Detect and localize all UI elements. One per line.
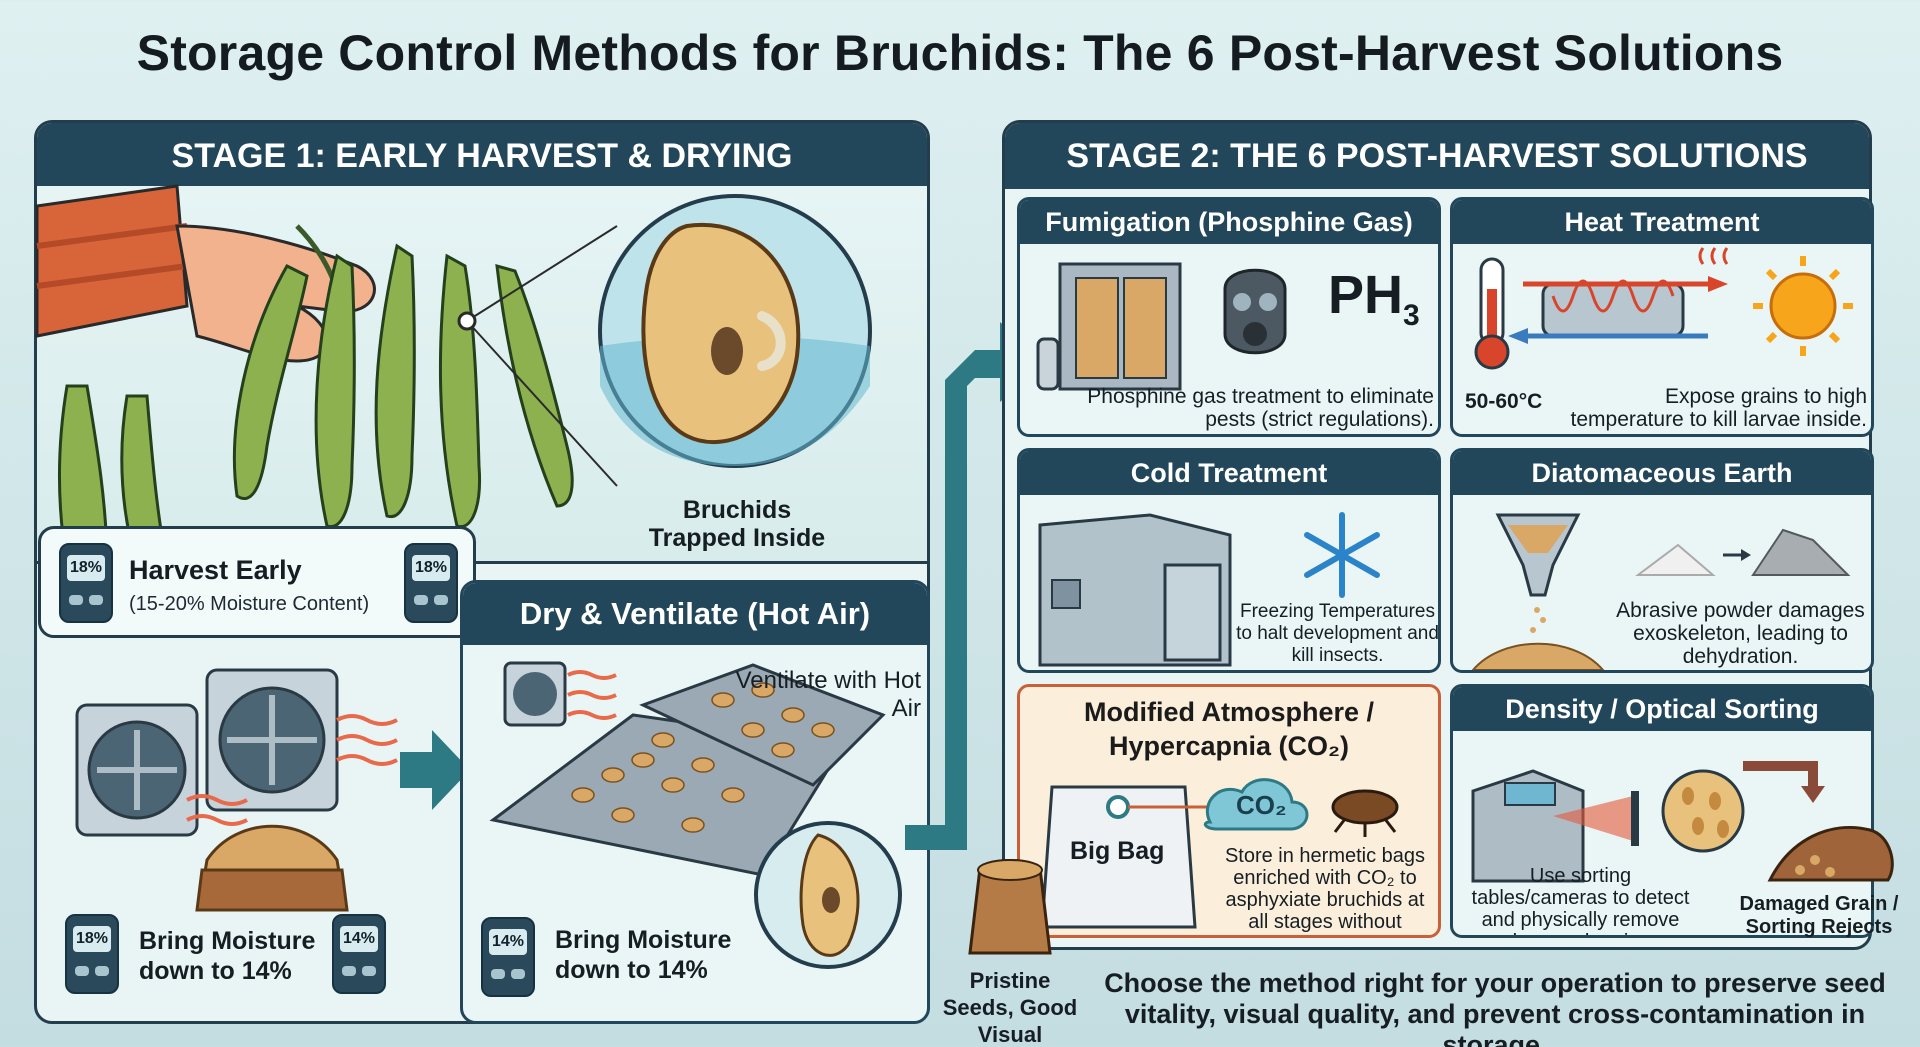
footer-message: Choose the method right for your operati… — [1104, 968, 1886, 1047]
rejects-label: Damaged Grain / Sorting Rejects — [1739, 893, 1899, 938]
stage2-header: STAGE 2: THE 6 POST-HARVEST SOLUTIONS — [1005, 123, 1869, 189]
stage1-header: STAGE 1: EARLY HARVEST & DRYING — [37, 123, 927, 189]
modified-atmosphere-title: Modified Atmosphere / Hypercapnia (CO₂) — [1083, 697, 1374, 761]
moisture-meter-icon: 14% — [481, 917, 535, 997]
powder-funnel-illustration — [1471, 513, 1851, 670]
co2-label: CO₂ — [1236, 790, 1287, 820]
harvest-early-title: Harvest Early — [129, 555, 302, 585]
page-title: Storage Control Methods for Bruchids: Th… — [136, 25, 1784, 81]
ph3-formula: PH3 — [1328, 265, 1420, 332]
modified-atmosphere-card: Modified Atmosphere / Hypercapnia (CO₂) … — [1017, 684, 1441, 938]
harvest-early-sub: (15-20% Moisture Content) — [129, 593, 370, 615]
moisture-meter-icon: 18% — [404, 543, 458, 623]
moisture-meter-icon: 14% — [332, 914, 386, 994]
bring-moisture-label: Bring Moisture down to 14% — [555, 926, 732, 984]
heat-treatment-card: Heat Treatment 50-60°C Expose grains to … — [1450, 197, 1874, 437]
fumigation-desc: Phosphine gas treatment to eliminate pes… — [1087, 385, 1434, 431]
optical-sorting-card: Density / Optical Sorting Use sorting ta… — [1450, 684, 1874, 938]
harvest-early-card: 18% Harvest Early (15-20% Moisture Conte… — [38, 526, 476, 638]
cold-desc: Freezing Temperatures to halt developmen… — [1236, 601, 1439, 666]
fumigation-title: Fumigation (Phosphine Gas) — [1020, 200, 1438, 244]
drying-fans-area: 18% Bring Moisture down to 14% 14% — [37, 640, 421, 1022]
bring-moisture-label: Bring Moisture down to 14% — [139, 927, 316, 985]
modified-desc: Store in hermetic bags enriched with CO₂… — [1224, 845, 1426, 935]
pristine-label: Pristine Seeds, Good Visual — [942, 968, 1078, 1047]
heat-desc: Expose grains to high temperature to kil… — [1570, 385, 1867, 431]
optical-sorter-illustration — [1471, 761, 1825, 883]
diatomaceous-earth-title: Diatomaceous Earth — [1453, 451, 1871, 495]
heat-exchanger-illustration — [1474, 247, 1853, 370]
diatom-desc: Abrasive powder damages exoskeleton, lea… — [1616, 599, 1865, 668]
fumigation-chamber-illustration — [1036, 262, 1287, 391]
moisture-meter-icon: 18% — [65, 914, 119, 994]
fans-and-grain-illustration — [75, 668, 398, 912]
cold-room-illustration — [1038, 512, 1380, 667]
reject-pile-illustration — [1767, 825, 1894, 882]
dry-ventilate-card: Dry & Ventilate (Hot Air) Ventilate with… — [460, 580, 930, 1024]
seed-sack-illustration — [968, 859, 1052, 955]
cold-treatment-title: Cold Treatment — [1020, 451, 1438, 495]
ventilate-label: Ventilate with Hot Air — [735, 667, 921, 722]
big-bag-label: Big Bag — [1070, 837, 1165, 865]
hand-with-pods-illustration — [35, 184, 872, 566]
trapped-label: Bruchids Trapped Inside — [648, 496, 826, 552]
fumigation-card: Fumigation (Phosphine Gas) PH3 Phosphine… — [1017, 197, 1441, 437]
diatomaceous-earth-card: Diatomaceous Earth Abrasive powder damag… — [1450, 448, 1874, 673]
drying-rack-illustration — [489, 661, 902, 969]
dry-ventilate-header: Dry & Ventilate (Hot Air) — [463, 583, 927, 645]
moisture-meter-icon: 18% — [59, 543, 113, 623]
big-bag-illustration — [1040, 778, 1399, 929]
heat-temperature: 50-60°C — [1465, 390, 1543, 413]
heat-treatment-title: Heat Treatment — [1453, 200, 1871, 244]
sorting-desc: Use sorting tables/cameras to detect and… — [1471, 865, 1690, 935]
cold-treatment-card: Cold Treatment Freezing Temperatures to … — [1017, 448, 1441, 673]
optical-sorting-title: Density / Optical Sorting — [1453, 687, 1871, 731]
harvest-scene: Bruchids Trapped Inside — [35, 184, 927, 566]
flow-arrow-icon — [400, 730, 470, 810]
